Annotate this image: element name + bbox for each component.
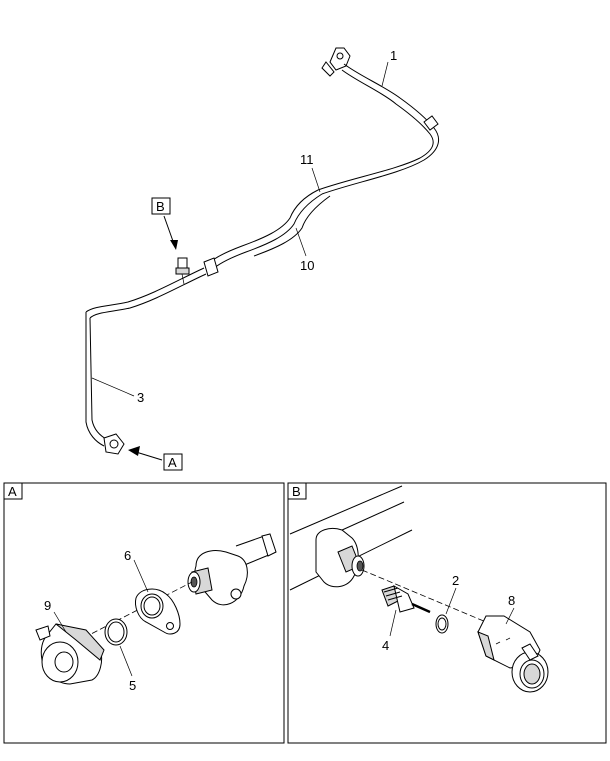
callout-6: 6	[124, 548, 149, 593]
callout-4: 4	[382, 609, 397, 653]
callout-label-9: 9	[44, 598, 51, 613]
tube-section	[289, 485, 413, 591]
o-ring-5	[104, 618, 128, 646]
bottom-fitting-a	[103, 433, 125, 455]
callout-label-8: 8	[508, 593, 515, 608]
o-ring-2	[435, 614, 449, 634]
panel-b-label: B	[292, 484, 301, 499]
switch-body-9	[35, 623, 105, 685]
callout-9: 9	[44, 598, 67, 633]
callout-5: 5	[119, 645, 136, 693]
top-fitting	[321, 47, 351, 77]
callout-2: 2	[445, 573, 459, 615]
view-ref-a-label: A	[168, 455, 177, 470]
view-ref-b: B	[151, 197, 178, 250]
valve-core-4	[381, 584, 431, 614]
view-ref-b-label: B	[156, 199, 165, 214]
tube-assembly	[85, 47, 440, 455]
callout-8: 8	[505, 593, 515, 625]
detail-panel-a: A	[3, 482, 285, 744]
flange-tube-end	[187, 533, 277, 606]
callout-1: 1	[381, 48, 397, 87]
callout-label-10: 10	[300, 258, 314, 273]
panel-a-label: A	[8, 484, 17, 499]
callout-label-4: 4	[382, 638, 389, 653]
callout-label-11: 11	[300, 152, 314, 167]
fitting-b-on-tube	[175, 257, 190, 285]
callout-10: 10	[295, 227, 314, 273]
callout-label-3: 3	[137, 390, 144, 405]
callout-label-6: 6	[124, 548, 131, 563]
gasket-6	[135, 588, 181, 635]
detail-panel-b: B	[287, 482, 607, 744]
callout-11: 11	[300, 152, 321, 193]
callout-label-1: 1	[390, 48, 397, 63]
view-ref-a: A	[128, 446, 183, 471]
callout-3: 3	[91, 377, 144, 405]
callout-label-2: 2	[452, 573, 459, 588]
pressure-switch-8	[477, 615, 549, 693]
callout-label-5: 5	[129, 678, 136, 693]
